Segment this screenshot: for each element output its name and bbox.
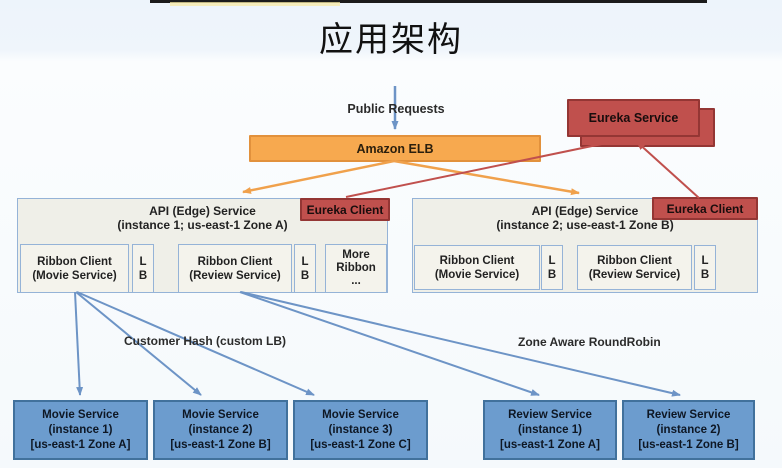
lb-label-l: L (548, 254, 556, 267)
amazon-elb-box: Amazon ELB (249, 135, 541, 162)
public-requests-label: Public Requests (347, 102, 445, 116)
service-zone: [us-east-1 Zone B] (638, 438, 739, 451)
top-edge-highlight (170, 2, 340, 6)
movie-service-2-box: Movie Service (instance 2) [us-east-1 Zo… (153, 400, 288, 460)
service-name: Movie Service (182, 408, 259, 421)
service-zone: [us-east-1 Zone A] (30, 438, 131, 451)
page-title: 应用架构 (319, 20, 463, 60)
lb-label-b: B (300, 269, 310, 282)
eureka-client-left-box: Eureka Client (300, 198, 390, 221)
service-zone: [us-east-1 Zone C] (310, 438, 411, 451)
ribbon-client-review-left-box: Ribbon Client (Review Service) (178, 244, 292, 293)
lb-label-b: B (547, 268, 557, 281)
api-left-subtitle: (instance 1; us-east-1 Zone A) (117, 218, 288, 232)
lb-label-b: B (138, 269, 148, 282)
ribbon-sublabel: (Movie Service) (32, 269, 117, 282)
eureka-client-right-box: Eureka Client (652, 197, 758, 220)
service-instance: (instance 2) (188, 423, 253, 436)
more-ribbon-line3: ... (351, 275, 361, 287)
ribbon-sublabel: (Review Service) (189, 269, 281, 282)
lb-box-movie-right: L B (541, 245, 563, 290)
arrow-eureka-client-right-to-service (636, 141, 700, 199)
service-name: Movie Service (322, 408, 399, 421)
lb-label-l: L (301, 255, 309, 268)
service-name: Movie Service (42, 408, 119, 421)
service-name: Review Service (646, 408, 731, 421)
more-ribbon-line1: More (342, 249, 370, 261)
eureka-client-right-label: Eureka Client (666, 201, 744, 216)
ribbon-sublabel: (Review Service) (588, 268, 681, 281)
ribbon-label: Ribbon Client (439, 254, 515, 267)
service-instance: (instance 1) (48, 423, 113, 436)
more-ribbon-box: More Ribbon ... (325, 244, 387, 293)
movie-service-3-box: Movie Service (instance 3) [us-east-1 Zo… (293, 400, 428, 460)
lb-label-b: B (700, 268, 710, 281)
ribbon-sublabel: (Movie Service) (434, 268, 520, 281)
lb-box-movie-left: L B (132, 244, 154, 293)
amazon-elb-label: Amazon ELB (356, 141, 434, 156)
api-right-subtitle: (instance 2; use-east-1 Zone B) (496, 218, 674, 232)
ribbon-client-movie-right-box: Ribbon Client (Movie Service) (414, 245, 540, 290)
ribbon-client-movie-left-box: Ribbon Client (Movie Service) (20, 244, 129, 293)
lb-label-l: L (139, 255, 147, 268)
review-service-1-box: Review Service (instance 1) [us-east-1 Z… (483, 400, 617, 460)
more-ribbon-line2: Ribbon (336, 262, 376, 274)
ribbon-client-review-right-box: Ribbon Client (Review Service) (577, 245, 692, 290)
arrow-ribbon-movie-to-instance1 (74, 291, 84, 396)
service-zone: [us-east-1 Zone A] (500, 438, 600, 451)
service-zone: [us-east-1 Zone B] (170, 438, 271, 451)
service-instance: (instance 1) (518, 423, 582, 436)
eureka-client-left-label: Eureka Client (306, 202, 384, 217)
lb-box-review-left: L B (294, 244, 316, 293)
customer-hash-label: Customer Hash (custom LB) (124, 334, 287, 348)
eureka-service-label: Eureka Service (588, 111, 679, 125)
arrow-elb-to-api-right (393, 159, 580, 196)
service-name: Review Service (508, 408, 592, 421)
eureka-service-box: Eureka Service (567, 99, 700, 137)
arrow-elb-to-api-left (242, 159, 395, 194)
ribbon-label: Ribbon Client (597, 254, 672, 267)
lb-box-review-right: L B (694, 245, 716, 290)
api-left-title: API (Edge) Service (149, 204, 256, 218)
top-edge-bar (150, 0, 707, 3)
zone-aware-roundrobin-label: Zone Aware RoundRobin (518, 335, 661, 349)
movie-service-1-box: Movie Service (instance 1) [us-east-1 Zo… (13, 400, 148, 460)
review-service-2-box: Review Service (instance 2) [us-east-1 Z… (622, 400, 755, 460)
ribbon-label: Ribbon Client (197, 255, 273, 268)
service-instance: (instance 2) (656, 423, 721, 436)
lb-label-l: L (701, 254, 709, 267)
api-right-title: API (Edge) Service (531, 204, 639, 218)
ribbon-label: Ribbon Client (37, 255, 112, 268)
service-instance: (instance 3) (328, 423, 393, 436)
